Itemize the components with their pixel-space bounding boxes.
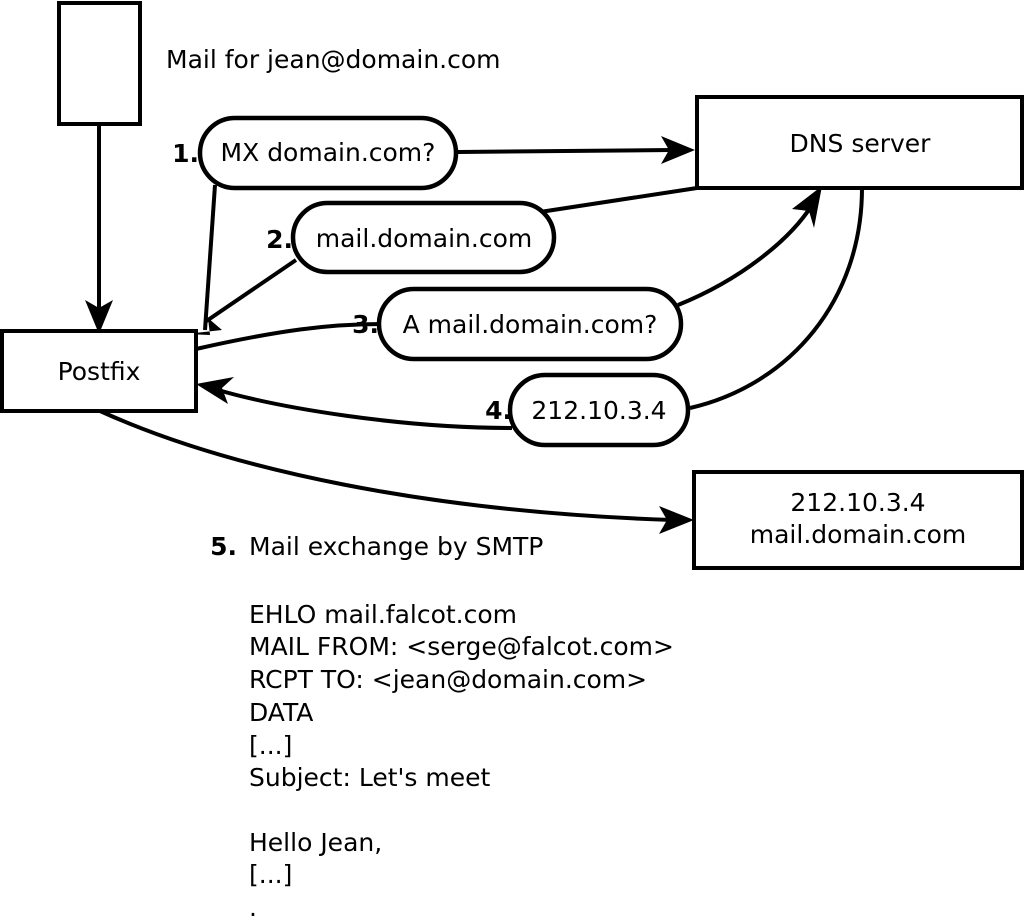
connector-postfix-to-step3 [195,322,383,351]
connector-step2-to-postfix [186,258,298,335]
transcript-line-7: Hello Jean, [249,828,382,857]
transcript-line-10: . [249,893,257,919]
step-3-number: 3. [352,310,379,339]
step-4-bubble[interactable]: 212.10.3.4 [507,372,691,448]
step-3-label: A mail.domain.com? [403,310,658,339]
transcript-line-4: [...] [249,731,292,760]
diagram-title: Mail for jean@domain.com [166,45,501,74]
node-mail-server[interactable]: 212.10.3.4 mail.domain.com [692,470,1024,570]
step-3-bubble[interactable]: A mail.domain.com? [376,286,684,362]
step-4-label: 212.10.3.4 [531,396,666,425]
connector-step4-to-postfix [196,377,513,430]
step-5-label: Mail exchange by SMTP [249,532,543,561]
connector-dns-to-step2 [539,186,698,214]
connector-step1-to-dns [457,136,695,164]
step-2-label: mail.domain.com [316,224,532,253]
transcript-line-8: [...] [249,860,292,889]
node-mail-server-hostname: mail.domain.com [750,520,966,549]
node-postfix-label: Postfix [58,357,141,386]
step-1-number: 1. [172,139,199,168]
transcript-line-5: Subject: Let's meet [249,763,490,792]
node-dns-server[interactable]: DNS server [695,95,1024,190]
step-2-number: 2. [266,225,293,254]
node-client[interactable] [57,1,142,126]
connector-step3-to-dns [677,186,822,307]
step-2-bubble[interactable]: mail.domain.com [290,200,557,275]
step-5-number: 5. [210,532,237,561]
node-postfix[interactable]: Postfix [0,329,198,413]
connector-postfix-to-step1 [203,184,217,331]
transcript-line-2: RCPT TO: <jean@domain.com> [249,665,647,694]
transcript-line-3: DATA [249,698,313,727]
step-4-number: 4. [485,396,512,425]
connector-postfix-to-mailserver [99,409,694,534]
transcript-line-0: EHLO mail.falcot.com [249,600,517,629]
transcript-line-1: MAIL FROM: <serge@falcot.com> [249,632,674,661]
node-mail-server-ip: 212.10.3.4 [790,488,925,517]
step-1-bubble[interactable]: MX domain.com? [197,115,459,191]
connector-client-to-postfix [85,124,113,334]
step-1-label: MX domain.com? [221,138,436,167]
node-dns-server-label: DNS server [790,129,932,158]
connector-dns-to-step4 [689,187,864,410]
